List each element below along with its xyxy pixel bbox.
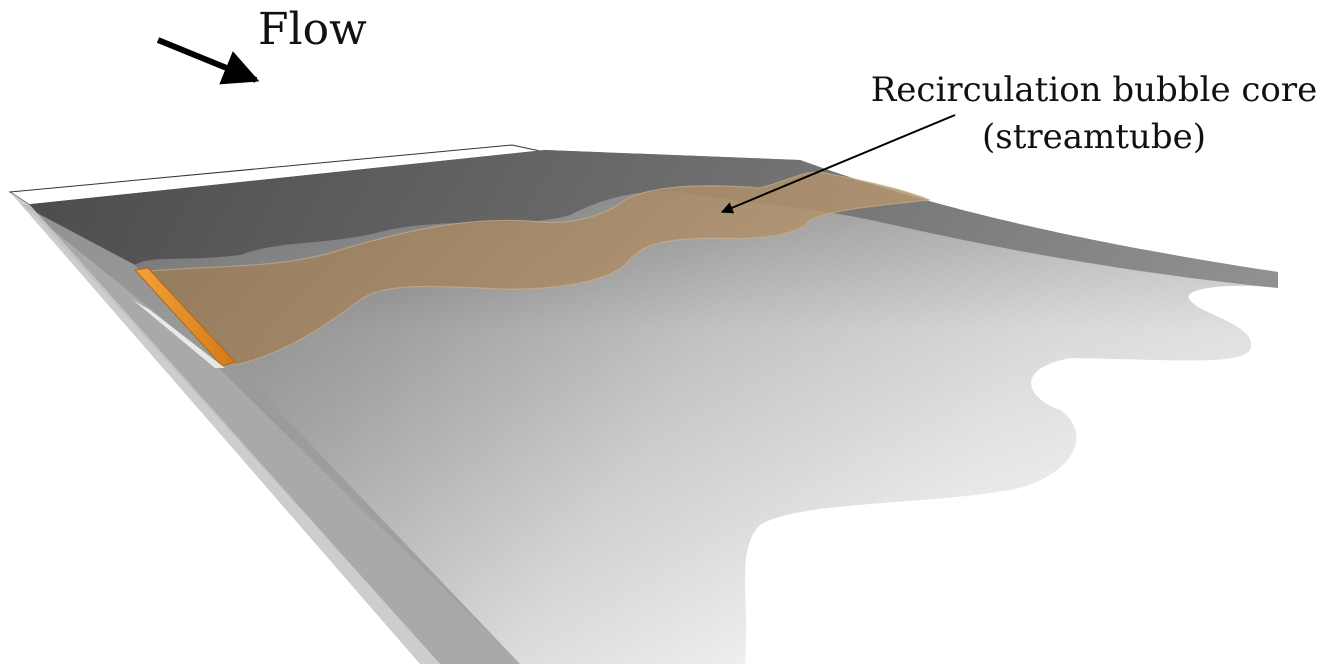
injector-slot [133, 300, 225, 368]
upper-ridge [22, 150, 1278, 288]
flow-label: Flow [258, 4, 367, 55]
recirculation-streamtube [138, 171, 931, 366]
left-wall-edge [10, 192, 440, 664]
flow-arrow [156, 37, 260, 85]
callout-label-line1: Recirculation bubble core [871, 70, 1318, 110]
left-wall [22, 205, 520, 664]
injector-strip [134, 267, 236, 367]
callout-label-line2: (streamtube) [982, 117, 1206, 157]
callout-arrow [720, 114, 956, 214]
